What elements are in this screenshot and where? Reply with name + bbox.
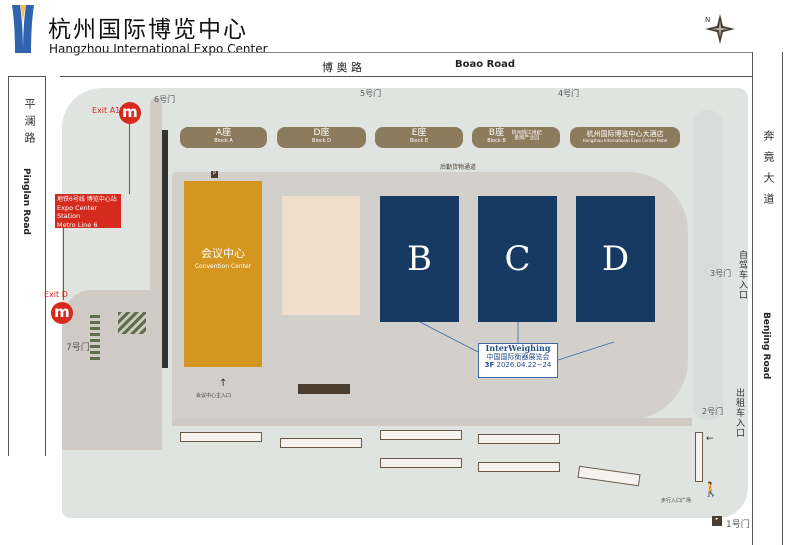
gate-2: 2号门 (702, 407, 724, 416)
pedestrian-plaza: 步行入口广场 (661, 498, 692, 504)
convention-center[interactable]: 会议中心 Convention Center (184, 181, 262, 367)
parking-strip (478, 434, 560, 444)
parking-strip (280, 438, 362, 448)
gate-5: 5号门 (360, 89, 382, 98)
taxi-entrance: 出租车入口 (734, 388, 744, 438)
event-dates: 2026.04.22~24 (496, 361, 552, 370)
arrow-up-icon: ↑ (219, 378, 228, 389)
event-name-en: InterWeighing (485, 343, 551, 353)
gate-4: 4号门 (558, 89, 580, 98)
compass-icon: N (703, 12, 737, 50)
parking-strip (695, 432, 703, 482)
metro-station-cn: 地铁6号线 博览中心站 (57, 196, 117, 203)
pedestrian-icon: 🚶 (702, 482, 720, 498)
gate-3: 3号门 (710, 269, 732, 278)
convention-en: Convention Center (194, 263, 252, 270)
logistics-label: 后勤货物通道 (440, 164, 477, 171)
road-top-en: Boao Road (455, 59, 516, 70)
hall-beige (282, 196, 360, 315)
hall-c[interactable]: C (478, 196, 557, 322)
metro-exit-d-icon[interactable]: m (51, 302, 73, 324)
gate-1-icon: ▸ (712, 516, 722, 526)
title-cn: 杭州国际博览中心 (48, 17, 248, 43)
hall-d[interactable]: D (576, 196, 655, 322)
right-parking (693, 110, 723, 420)
road-left-cn: 平澜路 (23, 98, 36, 149)
convention-main-entrance: 会议中心主入口 (196, 393, 232, 399)
metro-station-en: Expo Center Station (57, 203, 97, 221)
event-name-cn: 中国国际衡器展览会 (486, 353, 550, 362)
convention-cn: 会议中心 (201, 247, 245, 260)
parking-icon: P (211, 171, 218, 178)
arrow-left-icon: ← (706, 434, 714, 444)
metro-exit-a1-icon[interactable]: m (119, 102, 141, 124)
road-right-en: Benjing Road (761, 312, 771, 380)
parking-strip (380, 430, 462, 440)
south-road (172, 418, 692, 426)
event-floor: 3F (484, 361, 495, 370)
exit-a1-label: Exit A1 (92, 106, 121, 115)
parking-strip (380, 458, 462, 468)
logo-icon (12, 5, 34, 53)
bike-parking (118, 312, 146, 334)
road-top-cn: 博 奥 路 (322, 61, 362, 74)
self-drive-entrance: 自驾车入口 (737, 250, 747, 300)
metro-station-box[interactable]: 地铁6号线 博览中心站 Expo Center Station Metro Li… (55, 194, 121, 229)
exit-d-label: Exit D (44, 290, 68, 299)
gate-1: 1号门 (726, 520, 750, 530)
loop-road (150, 98, 162, 368)
gate-6: 6号门 (154, 95, 176, 104)
hall-b[interactable]: B (380, 196, 459, 322)
event-callout[interactable]: InterWeighing 中国国际衡器展览会 3F 2026.04.22~24 (478, 343, 558, 378)
metro-line: Metro Line 6 (57, 220, 98, 229)
south-building (298, 384, 350, 394)
bike-parking (90, 315, 100, 360)
road-right-cn: 奔竟大道 (762, 130, 775, 214)
dark-wall (162, 130, 168, 368)
road-left-en: Pinglan Road (21, 168, 31, 235)
parking-strip (180, 432, 262, 442)
gate-7: 7号门 (66, 343, 90, 353)
svg-text:N: N (705, 16, 710, 24)
parking-strip (478, 462, 560, 472)
